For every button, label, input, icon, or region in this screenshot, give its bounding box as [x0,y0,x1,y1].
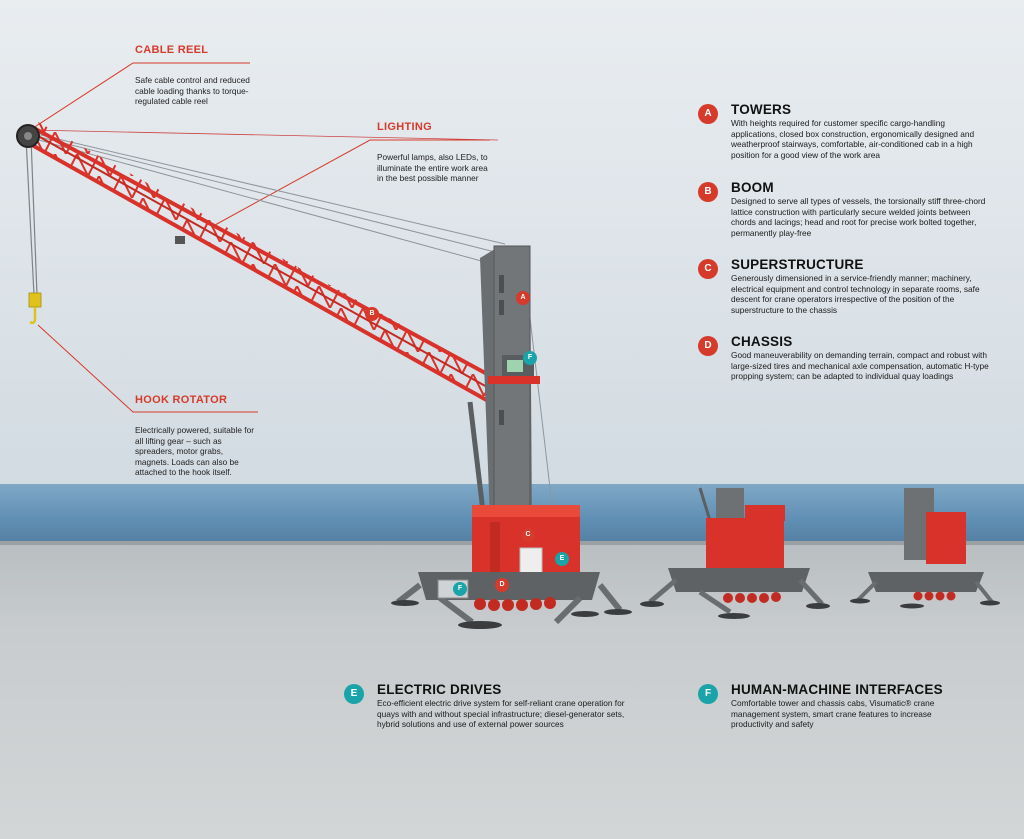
towers-text: With heights required for customer speci… [731,118,975,160]
towers-title: TOWERS [731,102,792,117]
tower [467,245,540,521]
hook-rotator-block [28,292,42,308]
boom-title: BOOM [731,180,774,195]
hook-rotator-text: Electrically powered, suitable for all l… [135,425,254,478]
badge-chassis: D [698,336,718,356]
hmi-text: Comfortable tower and chassis cabs, Visu… [731,698,935,730]
cable-reel-title: CABLE REEL [135,44,209,56]
badge-superstructure: C [698,259,718,279]
boom [28,122,501,404]
superstructure-text: Generously dimensioned in a service-frie… [731,273,980,315]
pin-superstructure: C [521,528,535,542]
lighting-text: Powerful lamps, also LEDs, to illuminate… [377,152,488,184]
hook [29,307,37,325]
pin-electric-drives: E [555,552,569,566]
boom-text: Designed to serve all types of vessels, … [731,196,986,238]
badge-hmi: F [698,684,718,704]
pin-hmi-chassis: F [453,582,467,596]
badge-boom: B [698,182,718,202]
electric-drives-title: ELECTRIC DRIVES [377,682,502,697]
hoist-rope [25,137,42,325]
pin-boom: B [365,307,379,321]
background-crane-2 [640,487,830,619]
superstructure-title: SUPERSTRUCTURE [731,257,864,272]
badge-electric-drives: E [344,684,364,704]
pin-towers: A [516,291,530,305]
leader-lines [29,62,499,413]
hmi-title: HUMAN-MACHINE INTERFACES [731,682,943,697]
hook-rotator-title: HOOK ROTATOR [135,394,228,406]
cable-reel-leader [29,62,250,131]
badge-towers: A [698,104,718,124]
pin-hmi-tower: F [523,351,537,365]
superstructure [472,505,580,585]
electric-drives-text: Eco-efficient electric drive system for … [377,698,625,730]
chassis-text: Good maneuverability on demanding terrai… [731,350,989,382]
cable-reel-text: Safe cable control and reduced cable loa… [135,75,250,107]
lighting-title: LIGHTING [377,121,432,133]
hook-rotator-leader [37,324,258,413]
background-crane-3 [850,488,1000,609]
lighting-leader [214,139,490,226]
chassis-title: CHASSIS [731,334,793,349]
chassis [391,572,632,629]
pin-chassis: D [495,578,509,592]
